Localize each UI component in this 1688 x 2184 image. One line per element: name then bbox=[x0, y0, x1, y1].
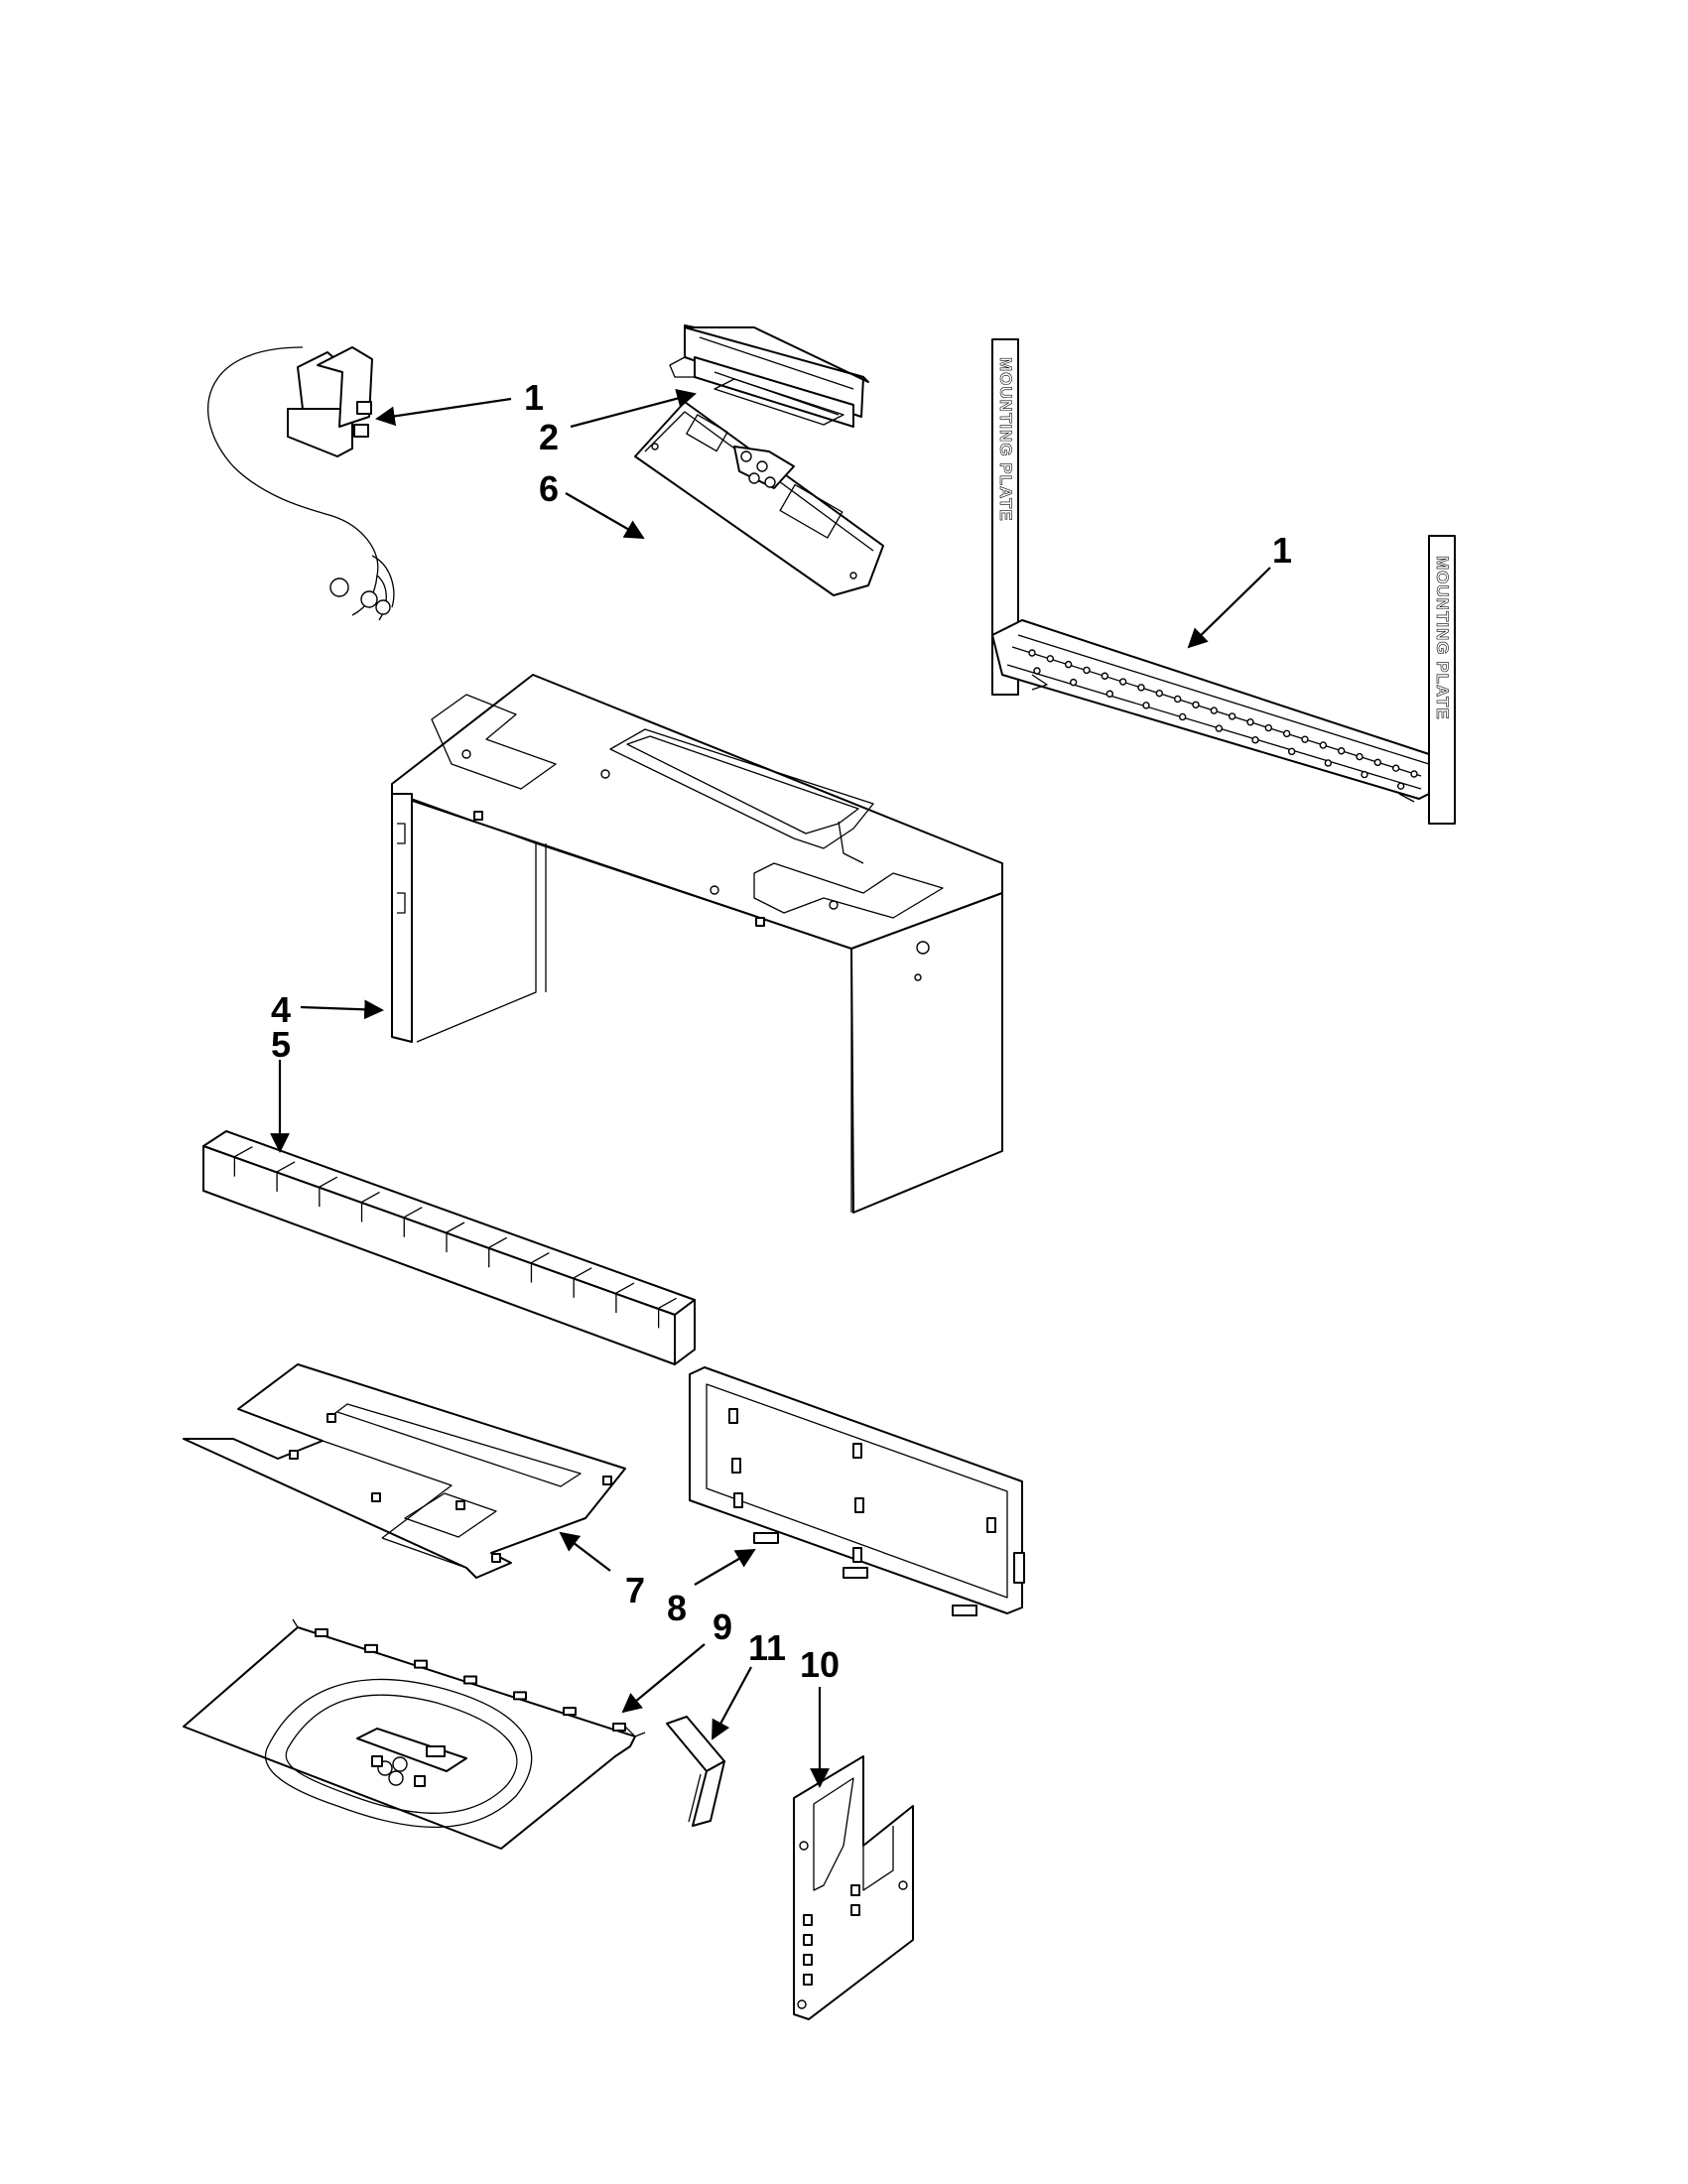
plate-hole bbox=[1373, 758, 1382, 767]
callout-9: 9 bbox=[713, 1606, 732, 1647]
plate-hole bbox=[1356, 752, 1363, 761]
plate-hole bbox=[1337, 747, 1346, 755]
floor-tab bbox=[414, 1659, 428, 1669]
floor-tab bbox=[563, 1707, 577, 1717]
leader-11 bbox=[712, 1666, 752, 1740]
part-side-bracket bbox=[793, 1755, 914, 2020]
leader-8 bbox=[694, 1549, 756, 1586]
frame-foot bbox=[753, 1532, 779, 1544]
plate-hole bbox=[1264, 723, 1273, 732]
leader-1 bbox=[1187, 567, 1271, 649]
vent-rib bbox=[319, 1176, 338, 1188]
plate-lettering-right: MOUNTING PLATE bbox=[1433, 556, 1452, 720]
leader-lines bbox=[270, 388, 1271, 1788]
vent-rib bbox=[446, 1221, 465, 1233]
part-latch bbox=[666, 1716, 725, 1827]
plate-hole bbox=[1155, 689, 1164, 698]
vent-rib bbox=[658, 1297, 677, 1309]
vent-rib bbox=[531, 1251, 550, 1264]
frame-foot bbox=[952, 1605, 977, 1616]
plate-hole bbox=[1361, 770, 1368, 779]
plate-hole bbox=[1410, 770, 1418, 778]
plate-hole bbox=[1069, 678, 1078, 687]
plate-hole bbox=[1178, 712, 1187, 721]
callout-3: 1 bbox=[524, 377, 544, 418]
plate-hole bbox=[1105, 690, 1114, 698]
callout-labels: 1 2 6 1 4 5 7 8 9 11 10 bbox=[271, 377, 1292, 1685]
callout-5: 5 bbox=[271, 1024, 291, 1065]
plate-hole bbox=[1173, 695, 1182, 704]
frame-tab bbox=[852, 1443, 862, 1459]
plate-lettering-left: MOUNTING PLATE bbox=[996, 357, 1015, 522]
leader-6 bbox=[565, 492, 645, 539]
plate-hole bbox=[1046, 655, 1055, 663]
plate-hole bbox=[1396, 782, 1405, 790]
plate-hole bbox=[1228, 712, 1236, 720]
frame-tab bbox=[733, 1492, 743, 1508]
frame-foot bbox=[843, 1567, 868, 1579]
plate-hole bbox=[1246, 718, 1254, 726]
plate-hole bbox=[1282, 729, 1291, 738]
vent-rib bbox=[573, 1267, 592, 1279]
plate-hole bbox=[1319, 741, 1328, 749]
part-vent-duct bbox=[202, 1130, 696, 1365]
plate-hole bbox=[1142, 702, 1150, 709]
plate-hole bbox=[1391, 764, 1400, 772]
plate-hole bbox=[1287, 747, 1296, 756]
callout-2: 2 bbox=[539, 417, 559, 457]
leader-7 bbox=[559, 1531, 611, 1572]
plate-hole bbox=[1192, 701, 1200, 708]
frame-tab bbox=[986, 1517, 996, 1533]
frame-tab bbox=[854, 1497, 864, 1513]
vent-rib bbox=[276, 1161, 296, 1173]
plate-hole bbox=[1118, 678, 1127, 686]
plate-hole bbox=[1324, 759, 1333, 767]
vent-rib bbox=[615, 1282, 635, 1294]
part-cabinet-wrapper bbox=[391, 674, 1003, 1214]
leader-2 bbox=[570, 388, 697, 429]
plate-hole bbox=[1033, 667, 1041, 675]
plate-hole bbox=[1064, 660, 1073, 669]
part-bottom-plate bbox=[183, 1363, 626, 1579]
floor-tab bbox=[364, 1643, 378, 1653]
floor-tab bbox=[315, 1628, 328, 1637]
plate-hole bbox=[1083, 666, 1091, 675]
callout-10: 10 bbox=[800, 1644, 840, 1685]
vent-rib bbox=[403, 1207, 423, 1219]
part-power-cord bbox=[207, 346, 395, 621]
callout-11: 11 bbox=[748, 1627, 786, 1668]
callout-1: 1 bbox=[1272, 530, 1292, 571]
plate-hole bbox=[1137, 684, 1145, 692]
part-turntable-floor bbox=[183, 1618, 646, 1850]
callout-8: 8 bbox=[667, 1588, 687, 1628]
part-mounting-plate: MOUNTING PLATE MOUNTING PLATE bbox=[991, 338, 1456, 825]
leader-9 bbox=[621, 1643, 706, 1714]
leader-3 bbox=[375, 397, 512, 427]
callout-4: 4 bbox=[271, 989, 291, 1030]
vent-rib bbox=[488, 1236, 508, 1248]
leader-4 bbox=[300, 999, 384, 1020]
frame-tab bbox=[852, 1547, 862, 1563]
frame-tab bbox=[728, 1408, 738, 1424]
frame-tab bbox=[731, 1458, 741, 1474]
callout-7: 7 bbox=[625, 1570, 645, 1610]
part-control-bracket bbox=[634, 401, 884, 596]
floor-tab bbox=[513, 1691, 527, 1701]
vent-rib bbox=[361, 1191, 380, 1204]
plate-hole bbox=[1301, 735, 1309, 743]
plate-hole bbox=[1215, 724, 1224, 732]
plate-hole bbox=[1101, 672, 1109, 680]
floor-tab bbox=[612, 1723, 626, 1732]
vent-rib bbox=[234, 1146, 253, 1158]
part-front-frame bbox=[689, 1366, 1025, 1616]
floor-tab bbox=[463, 1675, 477, 1685]
plate-hole bbox=[1028, 649, 1036, 657]
callout-6: 6 bbox=[539, 468, 559, 509]
plate-hole bbox=[1251, 736, 1259, 744]
plate-hole bbox=[1210, 707, 1219, 714]
part-top-cover bbox=[669, 324, 869, 428]
